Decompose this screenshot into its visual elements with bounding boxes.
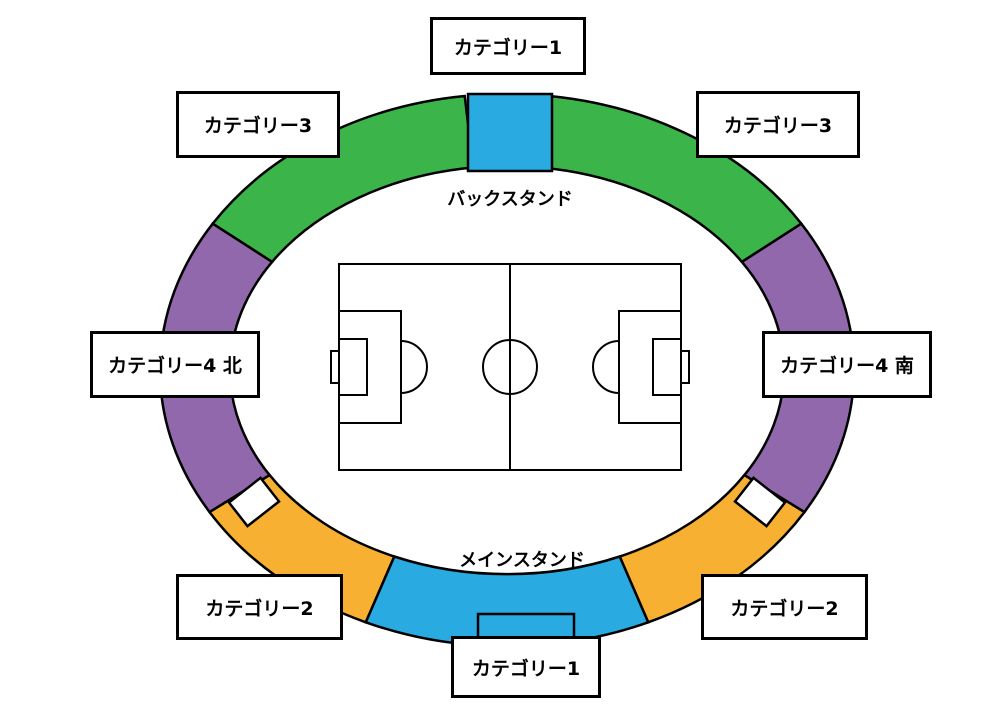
soccer-field [330, 263, 690, 471]
notch-right [733, 476, 787, 528]
label-box-category2-left[interactable]: カテゴリー2 [176, 574, 343, 640]
goal-left [330, 350, 340, 384]
label-box-category3-right[interactable]: カテゴリー3 [696, 91, 860, 158]
label-box-category4-north[interactable]: カテゴリー4 北 [90, 331, 260, 398]
notch-left [227, 476, 281, 528]
main-stand-label: メインスタンド [459, 550, 585, 571]
label-box-category3-left[interactable]: カテゴリー3 [176, 91, 340, 158]
label-box-category4-south[interactable]: カテゴリー4 南 [762, 331, 932, 398]
section-category1-back[interactable] [466, 92, 554, 173]
penalty-arc-left [400, 340, 428, 394]
label-box-category2-right[interactable]: カテゴリー2 [701, 574, 868, 640]
back-stand-label: バックスタンド [447, 189, 573, 210]
label-box-category1-top[interactable]: カテゴリー1 [430, 17, 586, 75]
goal-right [680, 350, 690, 384]
field-center-circle [482, 339, 538, 395]
label-box-category1-bottom[interactable]: カテゴリー1 [451, 636, 601, 698]
penalty-arc-right [592, 340, 620, 394]
section-category3-left[interactable] [210, 94, 475, 264]
